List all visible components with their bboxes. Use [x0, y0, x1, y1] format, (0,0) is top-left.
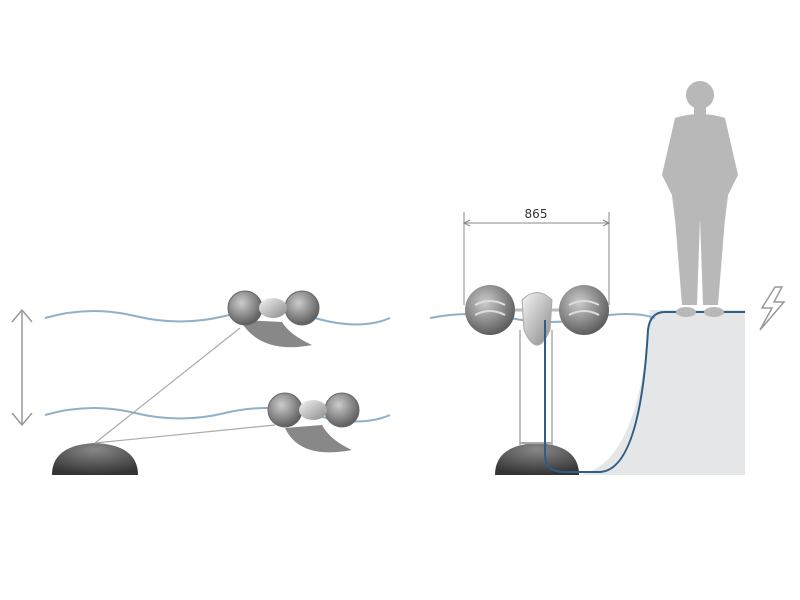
tide-range-arrow: [11, 308, 33, 427]
lightning-icon: [759, 286, 786, 331]
anchor-right: [495, 443, 579, 475]
high-water-line: [44, 310, 391, 326]
anchor-left: [52, 443, 138, 475]
power-cable: [544, 311, 745, 473]
tether-low: [94, 424, 276, 444]
tether-high: [94, 327, 241, 444]
turbine-low: [267, 392, 360, 453]
turbine-high: [227, 290, 320, 348]
turbine-front: [465, 285, 609, 445]
shore: [575, 310, 745, 475]
width-dimension: [462, 212, 611, 305]
person-silhouette: [662, 81, 738, 317]
dimension-label: 865: [525, 207, 548, 221]
